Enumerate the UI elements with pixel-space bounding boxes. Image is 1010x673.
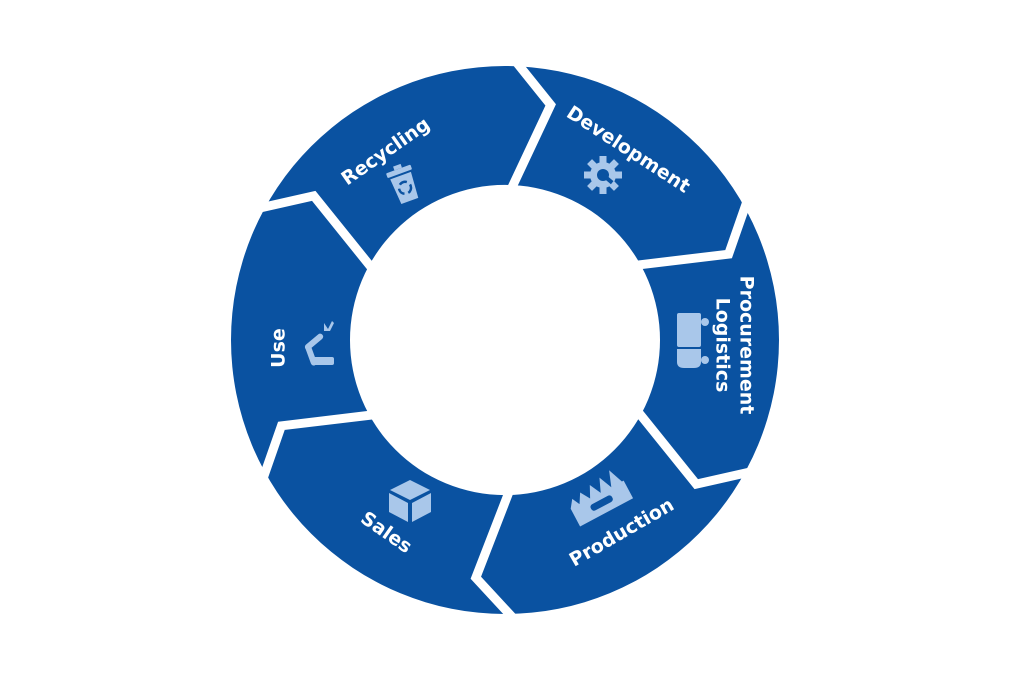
stage-procurement-logistics: Procurement Logistics — [677, 276, 758, 415]
recycle-bin-icon — [386, 163, 419, 205]
truck-icon — [677, 313, 709, 368]
box-icon — [389, 480, 431, 522]
stage-label-logistics: Logistics — [712, 298, 734, 393]
chevron-separator-1 — [633, 198, 752, 270]
chevron-separator-2 — [633, 407, 754, 490]
chevron-separator-4 — [258, 410, 377, 482]
factory-icon — [570, 470, 634, 527]
chevron-separator-5 — [256, 190, 377, 273]
chevron-separator-0 — [506, 57, 556, 194]
robot-arm-icon — [304, 321, 334, 366]
stage-label-use: Use — [268, 328, 290, 368]
gear-wrench-icon — [584, 156, 622, 194]
stage-use: Use — [268, 321, 334, 368]
cycle-ring — [231, 66, 779, 614]
stage-label-procurement: Procurement — [736, 276, 758, 415]
chevron-separators — [256, 57, 754, 623]
chevron-separator-3 — [470, 487, 519, 623]
